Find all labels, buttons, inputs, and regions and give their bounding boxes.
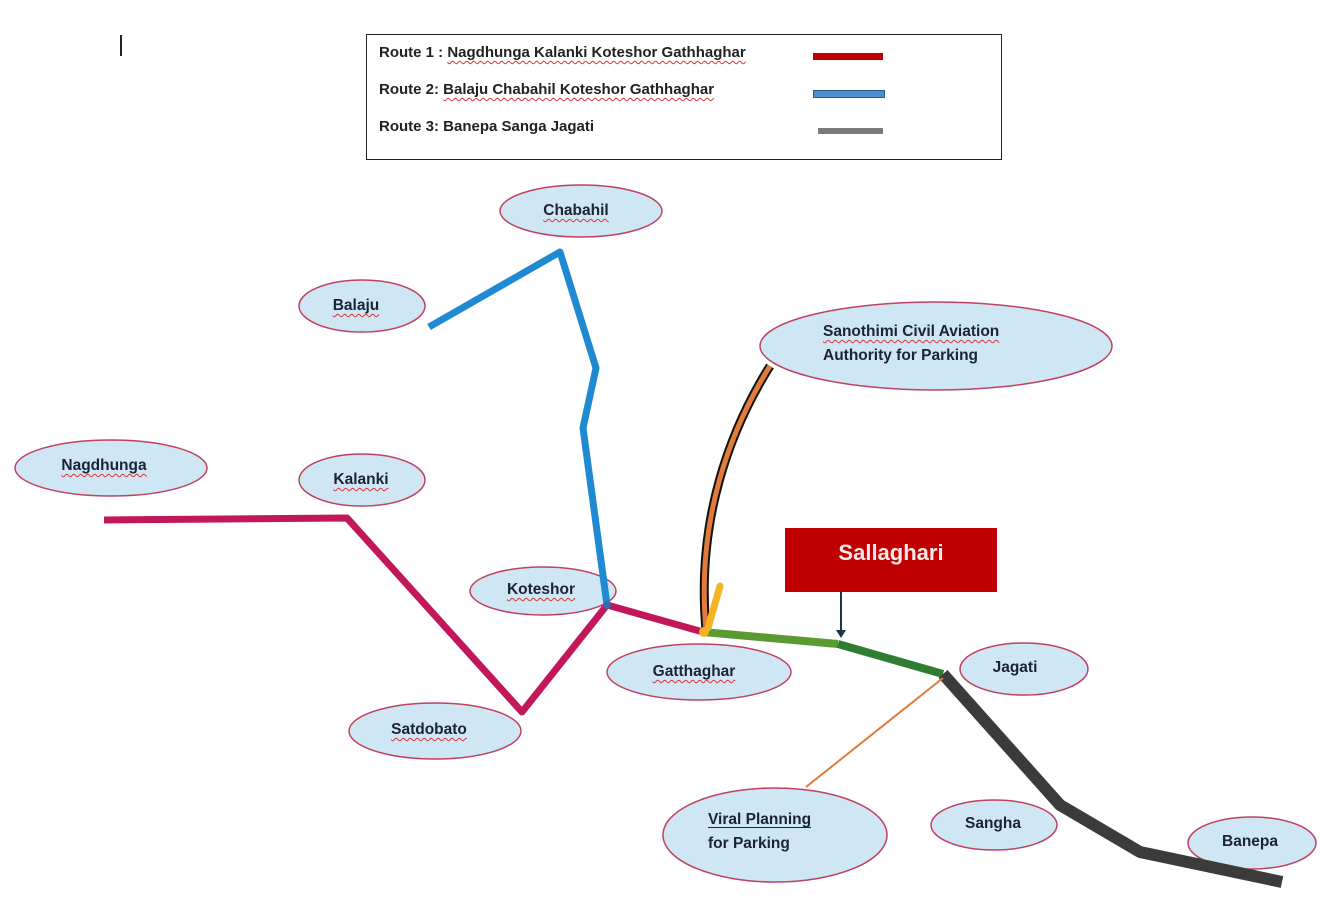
label-viral-line1: Viral Planning xyxy=(708,811,812,828)
label-koteshor: Koteshor xyxy=(506,581,576,598)
text-cursor xyxy=(120,35,122,56)
gatthaghar-junction xyxy=(699,627,709,637)
node-sangha xyxy=(930,799,1058,851)
node-nagdhunga xyxy=(14,439,208,497)
node-chabahil xyxy=(499,184,663,238)
label-jagati: Jagati xyxy=(992,659,1038,676)
legend-route-2-prefix: Route 2: xyxy=(379,81,439,98)
connector-sallaghari-jagati xyxy=(836,640,945,678)
node-balaju xyxy=(298,279,426,333)
label-gatthaghar: Gatthaghar xyxy=(652,663,736,680)
legend-route-3: Route 3: Banepa Sanga Jagati xyxy=(379,118,594,135)
connector-sanothimi xyxy=(701,364,773,631)
route-1-line xyxy=(103,514,704,716)
legend-route-1-name: Nagdhunga Kalanki Koteshor Gathhaghar xyxy=(447,44,746,61)
label-banepa: Banepa xyxy=(1222,833,1278,850)
connector-gatthaghar-sallaghari xyxy=(702,628,839,648)
label-kalanki: Kalanki xyxy=(333,471,389,488)
legend-route-3-name: Banepa Sanga Jagati xyxy=(443,118,595,135)
label-sangha: Sangha xyxy=(965,815,1021,832)
label-sanothimi: Sanothimi Civil Aviation Authority for P… xyxy=(823,320,999,368)
legend-box: Route 1 : Nagdhunga Kalanki Koteshor Gat… xyxy=(366,34,1002,160)
node-sanothimi xyxy=(759,301,1113,391)
label-sanothimi-line2: Authority for Parking xyxy=(823,347,979,364)
sallaghari-callout: Sallaghari xyxy=(785,528,997,592)
node-jagati xyxy=(959,642,1089,696)
label-nagdhunga: Nagdhunga xyxy=(61,457,147,474)
connector-jagati-viral xyxy=(805,677,944,788)
node-satdobato xyxy=(348,702,522,760)
label-viral-planning: Viral Planning for Parking xyxy=(708,808,811,856)
route-2-line xyxy=(427,248,611,606)
legend-swatch-route-1 xyxy=(813,53,883,60)
legend-route-2: Route 2: Balaju Chabahil Koteshor Gathha… xyxy=(379,81,714,98)
label-satdobato: Satdobato xyxy=(391,721,467,738)
label-sanothimi-line1: Sanothimi Civil Aviation xyxy=(823,323,1000,340)
label-chabahil: Chabahil xyxy=(543,202,609,219)
legend-route-3-prefix: Route 3: xyxy=(379,118,439,135)
legend-route-2-name: Balaju Chabahil Koteshor Gathhaghar xyxy=(443,81,715,98)
node-kalanki xyxy=(298,453,426,507)
yellow-marker xyxy=(704,582,724,632)
koteshor-junction xyxy=(603,601,611,609)
label-viral-line2: for Parking xyxy=(708,835,790,852)
route-3-line xyxy=(938,670,1284,888)
label-balaju: Balaju xyxy=(332,297,380,314)
legend-route-1: Route 1 : Nagdhunga Kalanki Koteshor Gat… xyxy=(379,44,746,61)
legend-swatch-route-3 xyxy=(818,128,883,134)
legend-route-1-prefix: Route 1 : xyxy=(379,44,444,61)
node-banepa xyxy=(1187,816,1317,870)
node-koteshor xyxy=(469,566,617,616)
node-gatthaghar xyxy=(606,643,792,701)
sallaghari-arrowhead xyxy=(836,630,846,638)
node-viral-planning xyxy=(662,787,888,883)
legend-swatch-route-2 xyxy=(813,90,885,98)
